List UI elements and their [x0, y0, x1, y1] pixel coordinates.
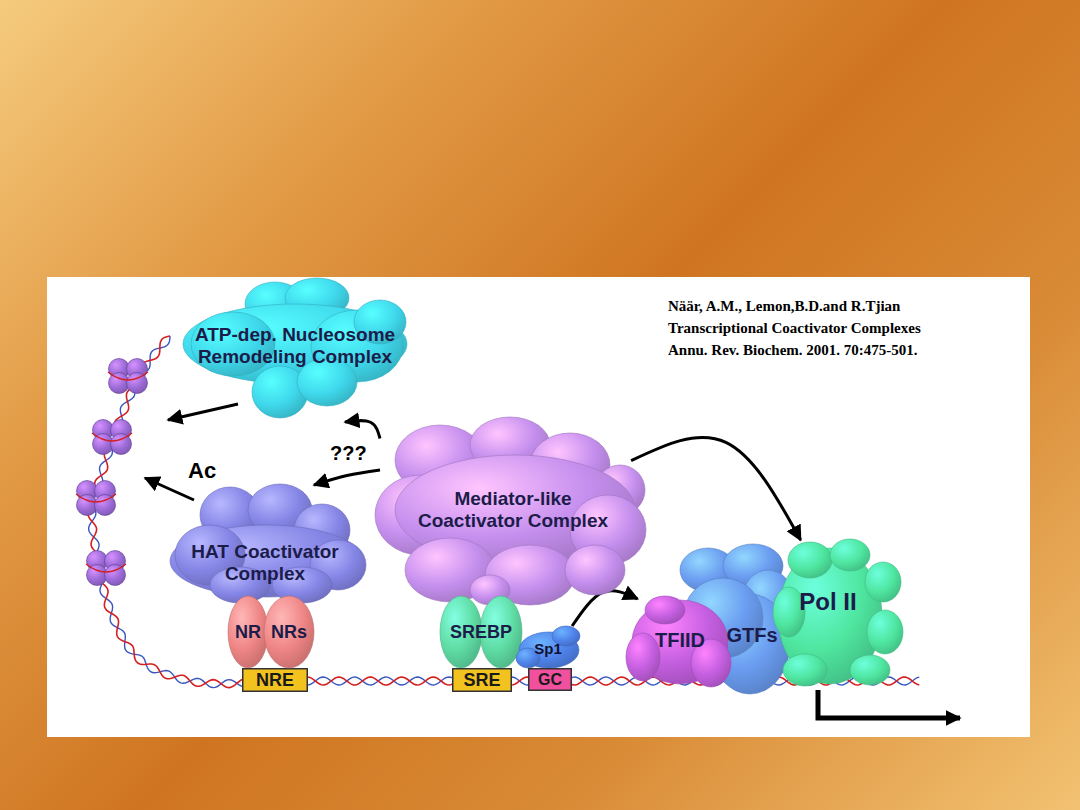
hat-complex: HAT Coactivator Complex [170, 485, 370, 605]
srebp-dimer: SREBP [440, 596, 524, 668]
nuclear-receptor: NRs [264, 596, 314, 668]
label-text: Annu. Rev. Biochem. 2001. 70:475-501. [668, 342, 918, 358]
remodeling-complex: ATP-dep. Nucleosome Remodeling Complex [175, 282, 425, 422]
node-label: NRE [244, 670, 306, 691]
node-label: ATP-dep. Nucleosome Remodeling Complex [177, 324, 413, 368]
node-label: Pol II [788, 588, 868, 616]
citation-line: Transcriptional Coactivator Complexes [668, 319, 921, 337]
dna-strand [89, 336, 920, 688]
node-label: HAT Coactivator Complex [170, 541, 360, 585]
annotation: ??? [330, 442, 367, 465]
arrow-connector [345, 421, 380, 439]
arrow-connector [631, 437, 801, 540]
node-label: SRE [453, 670, 511, 691]
label-text: Transcriptional Coactivator Complexes [668, 320, 921, 336]
dna-strand [88, 336, 919, 688]
node-label: Mediator-like Coactivator Complex [401, 488, 626, 532]
node-label: NR [229, 622, 267, 643]
citation-line: Annu. Rev. Biochem. 2001. 70:475-501. [668, 341, 918, 359]
gc-box: GC [528, 668, 572, 691]
acetylation-arrow [145, 478, 194, 500]
node-label: Sp1 [528, 640, 568, 657]
mediator-complex: Mediator-like Coactivator Complex [380, 420, 650, 605]
node-label: NRs [266, 622, 312, 643]
node-label: TFIID [640, 629, 720, 652]
tfiid-complex: TFIID [625, 595, 730, 690]
node-label: GTFs [722, 624, 782, 647]
transcription-start-arrow [818, 690, 960, 718]
arrow-connector [314, 470, 380, 485]
node-label: SREBP [441, 622, 521, 643]
label-text: Näär, A.M., Lemon,B.D.and R.Tjian [668, 298, 900, 314]
nucleosome [108, 359, 148, 394]
sp1-factor: Sp1 [516, 626, 582, 668]
annotation: Ac [188, 458, 216, 484]
nuclear-receptor: NR [228, 596, 270, 668]
label-text: Ac [188, 458, 216, 483]
citation-line: Näär, A.M., Lemon,B.D.and R.Tjian [668, 297, 900, 315]
nucleosome [92, 420, 132, 455]
nucleosome [76, 481, 116, 516]
nucleosome [86, 551, 126, 586]
response-element-box: NRE [242, 668, 308, 692]
response-element-box: SRE [452, 668, 514, 692]
node-label: GC [530, 671, 570, 689]
pol-ii: Pol II [775, 540, 903, 688]
remodeling-arrow [168, 404, 238, 420]
arrow-connector [572, 591, 638, 626]
label-text: ??? [330, 442, 367, 464]
